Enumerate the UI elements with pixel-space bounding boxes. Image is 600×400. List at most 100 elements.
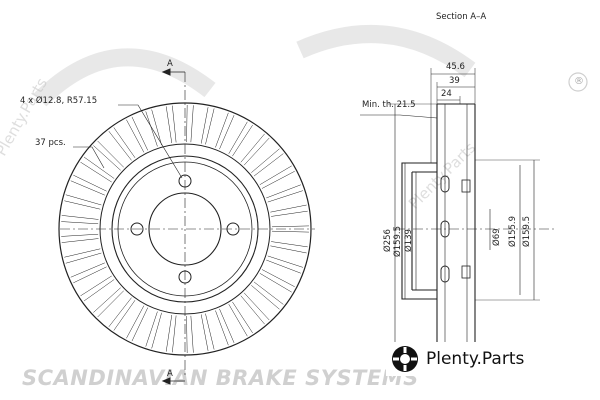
vane-edge (108, 131, 132, 161)
bolt-leader (118, 104, 183, 179)
plenty-name: Plenty (426, 349, 477, 369)
vane-edge (251, 285, 280, 310)
vane-edge (215, 112, 229, 148)
vane-edge (126, 305, 145, 339)
vane-edge (83, 279, 115, 302)
vane-edge (271, 225, 309, 228)
vane-edge (266, 184, 301, 199)
vane-edge (261, 269, 295, 287)
vane-edge (267, 255, 303, 268)
section-arrow-bottom-head (161, 377, 171, 385)
vane-edge (80, 275, 112, 297)
vane-edge (243, 292, 270, 321)
plenty-suffix: .Parts (476, 349, 525, 369)
rotor-profile (436, 103, 476, 356)
stud-slot-bottom (440, 265, 450, 283)
vane-edge (80, 161, 112, 183)
vane-edge (97, 290, 124, 318)
vane-edge (243, 137, 270, 166)
hat-inner (117, 161, 253, 297)
dia-bore-label: Ø139 (404, 229, 414, 252)
width-mid-label: 39 (449, 76, 460, 86)
section-mark-bottom: A (167, 369, 173, 379)
trademark-circle (568, 72, 588, 92)
vane-edge (228, 304, 248, 337)
vanes-note: 37 pcs. (35, 138, 66, 148)
vane-edge (172, 315, 177, 353)
stud-slot-top (440, 175, 450, 193)
vane-edge (271, 230, 309, 233)
section-mark-top: A (167, 59, 173, 69)
width-hat-label: 24 (441, 89, 452, 99)
vane-edge (172, 105, 177, 143)
width-overall-label: 45.6 (446, 62, 465, 72)
vane-edge (70, 180, 105, 196)
vanes-leader (73, 146, 105, 169)
vane-edge (267, 190, 303, 203)
vane-edge (61, 221, 99, 225)
vane-edge (186, 315, 188, 353)
bolt-hole-right (226, 222, 240, 236)
dia-inner-left-label: Ø159.5 (393, 225, 403, 257)
rotor-outer-edge (58, 102, 312, 356)
vane-edge (270, 204, 307, 213)
vane-edge (61, 233, 99, 237)
vane-edge (145, 311, 158, 347)
hub-pocket-bottom (461, 265, 471, 279)
footer-brand: SCANDINAVIAN BRAKE SYSTEMS (22, 366, 419, 390)
vane-edge (200, 107, 209, 144)
vane-edge (253, 153, 284, 177)
vane-edge (93, 145, 121, 171)
vane-edge (97, 140, 124, 168)
plenty-parts-badge[interactable]: Plenty.Parts (386, 342, 529, 376)
sbs-logo-watermark (33, 25, 476, 107)
vane-edge (70, 262, 105, 278)
min-thickness-leader (360, 114, 438, 119)
vane-edge (151, 109, 162, 146)
vane-edge (240, 295, 265, 325)
vane-edge (65, 194, 102, 206)
vane-edge (200, 314, 209, 351)
vane-edge (93, 287, 121, 313)
vane-edge (205, 313, 215, 350)
dia-inner-right-label: Ø159.5 (522, 215, 532, 247)
vane-edge (190, 315, 194, 353)
cooling-vanes (61, 105, 309, 353)
front-view (58, 68, 315, 385)
section-title: Section A–A (436, 12, 487, 22)
vane-edge (61, 238, 99, 243)
vane-edge (253, 281, 284, 305)
vane-edge (113, 127, 136, 158)
plenty-gear-icon (392, 346, 418, 372)
vane-edge (131, 307, 149, 342)
vane-edge (271, 210, 308, 217)
dia-outer-label: Ø256 (383, 229, 393, 252)
dia-hub-label: Ø155.9 (508, 215, 518, 247)
vane-edge (131, 116, 149, 151)
vane-edge (240, 133, 265, 163)
vane-edge (271, 241, 308, 248)
bolt-holes-note: 4 x Ø12.8, R57.15 (20, 96, 98, 106)
vane-edge (219, 115, 235, 150)
vane-edge (73, 174, 107, 192)
vane-edge (232, 301, 253, 334)
bolt-hole-left (130, 222, 144, 236)
stud-slot-center (440, 220, 450, 238)
vane-edge (186, 105, 188, 143)
vane-edge (61, 215, 99, 220)
vane-edge (64, 248, 101, 258)
center-bore (148, 192, 222, 266)
vane-edge (165, 314, 173, 352)
vane-edge (83, 156, 115, 179)
vane-edge (215, 310, 229, 346)
hat-profile (401, 162, 437, 300)
vane-edge (65, 252, 102, 264)
vane-edge (113, 300, 136, 331)
vane-edge (251, 148, 280, 173)
vane-edge (261, 171, 295, 189)
vane-edge (190, 105, 194, 143)
vent-inner-edge (99, 143, 271, 315)
hat-outer (111, 155, 259, 303)
vane-edge (151, 312, 162, 349)
